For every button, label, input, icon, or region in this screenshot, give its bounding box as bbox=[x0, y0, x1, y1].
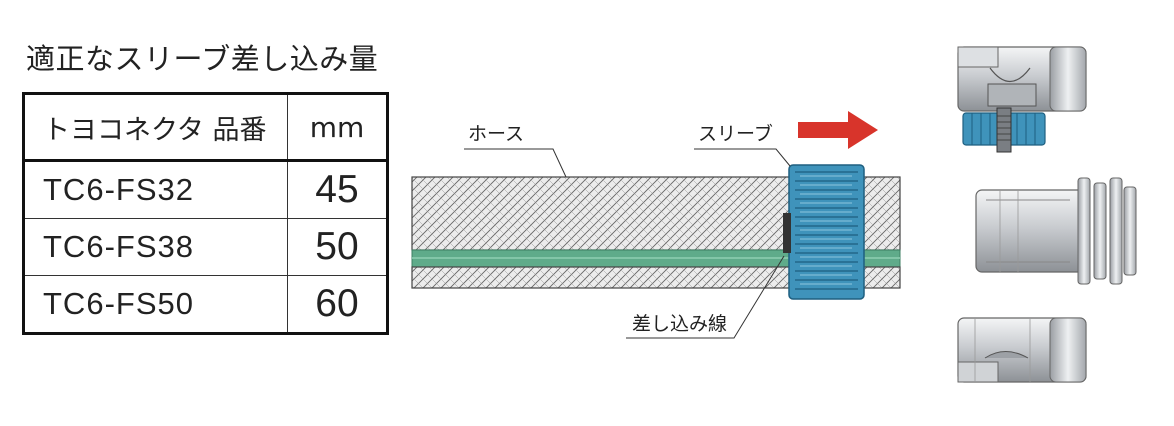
hose-label: ホース bbox=[468, 123, 524, 145]
sleeve-label: スリーブ bbox=[698, 122, 773, 145]
page-title: 適正なスリーブ差し込み量 bbox=[26, 42, 379, 76]
table-row: TC6-FS38 50 bbox=[23, 218, 388, 276]
sleeve-insertion-table: トヨコネクタ 品番 mm TC6-FS32 45 TC6-FS38 50 TC6… bbox=[22, 92, 389, 335]
part-number-cell: TC6-FS50 bbox=[23, 275, 288, 334]
coupling-top-illustration bbox=[957, 46, 1087, 153]
sleeve-section bbox=[783, 164, 865, 300]
insertion-line-label: 差し込み線 bbox=[632, 313, 727, 335]
table-row: TC6-FS50 60 bbox=[23, 275, 388, 334]
table-row: TC6-FS32 45 bbox=[23, 160, 388, 219]
part-number-cell: TC6-FS32 bbox=[23, 160, 288, 219]
table-header-row: トヨコネクタ 品番 mm bbox=[23, 93, 388, 162]
header-part-number: トヨコネクタ 品番 bbox=[23, 93, 288, 162]
hose-label-group: ホース bbox=[464, 123, 567, 178]
mm-cell: 60 bbox=[287, 275, 388, 334]
mm-cell: 50 bbox=[287, 218, 388, 276]
part-number-cell: TC6-FS38 bbox=[23, 218, 288, 276]
nipple-middle-illustration bbox=[975, 177, 1137, 285]
shell-bottom-illustration bbox=[957, 317, 1087, 383]
insertion-line-label-group: 差し込み線 bbox=[626, 255, 785, 339]
mm-cell: 45 bbox=[287, 160, 388, 219]
header-mm: mm bbox=[287, 93, 388, 162]
right-arrow-icon bbox=[798, 111, 878, 149]
sleeve-label-group: スリーブ bbox=[694, 122, 791, 167]
